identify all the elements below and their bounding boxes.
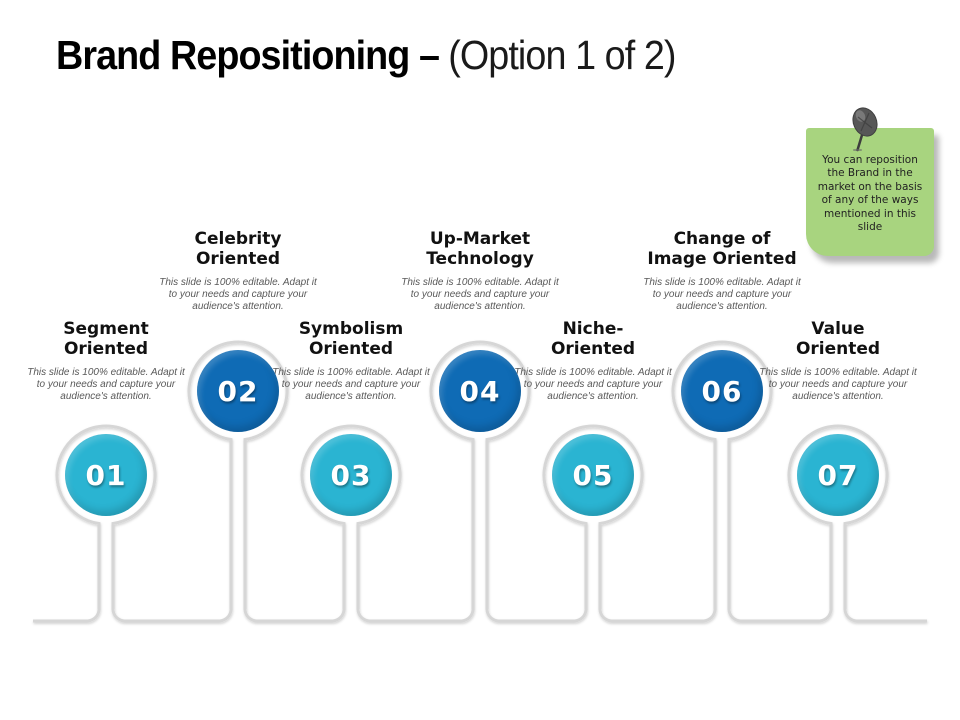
step-circle-02: 02 (197, 350, 279, 432)
item-description: This slide is 100% editable. Adapt it to… (159, 277, 317, 313)
page-title-option: (Option 1 of 2) (448, 32, 676, 78)
page-title: Brand Repositioning –(Option 1 of 2) (56, 32, 676, 79)
item-description: This slide is 100% editable. Adapt it to… (401, 277, 559, 313)
step-number: 01 (85, 458, 127, 492)
item-description: This slide is 100% editable. Adapt it to… (27, 367, 185, 403)
step-circle-07: 07 (797, 434, 879, 516)
item-description: This slide is 100% editable. Adapt it to… (272, 367, 430, 403)
item-niche-oriented: Niche-Oriented This slide is 100% editab… (508, 319, 678, 404)
step-circle-04: 04 (439, 350, 521, 432)
push-pin-icon (852, 107, 878, 152)
step-number: 06 (701, 374, 743, 408)
item-description: This slide is 100% editable. Adapt it to… (759, 367, 917, 403)
step-number: 07 (817, 458, 859, 492)
page-title-main: Brand Repositioning – (56, 32, 440, 78)
item-title: Niche-Oriented (550, 319, 636, 359)
sticky-note: You can reposition the Brand in the mark… (806, 128, 934, 256)
item-description: This slide is 100% editable. Adapt it to… (514, 367, 672, 403)
step-number: 05 (572, 458, 614, 492)
step-number: 03 (330, 458, 372, 492)
step-circle-03: 03 (310, 434, 392, 516)
step-number: 04 (459, 374, 501, 408)
step-number: 02 (217, 374, 259, 408)
sticky-note-text: You can reposition the Brand in the mark… (817, 154, 923, 234)
item-description: This slide is 100% editable. Adapt it to… (643, 277, 801, 313)
step-circle-01: 01 (65, 434, 147, 516)
timeline-connector-path (33, 340, 927, 623)
step-circle-06: 06 (681, 350, 763, 432)
step-circle-05: 05 (552, 434, 634, 516)
